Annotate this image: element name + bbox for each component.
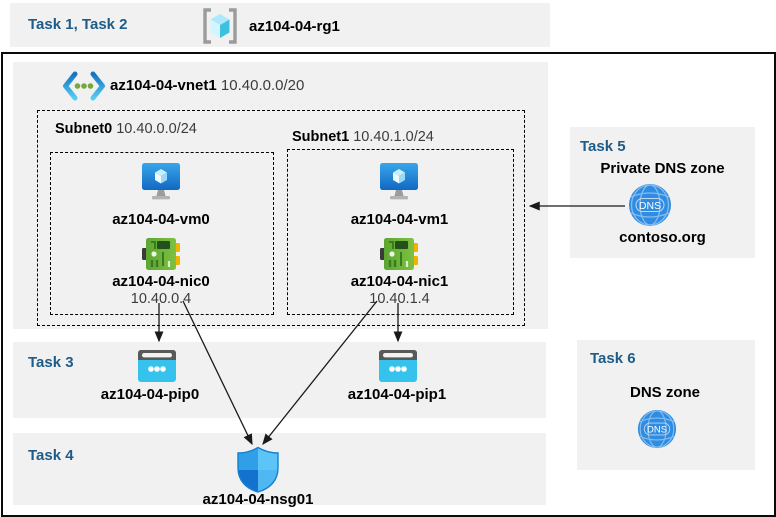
nic1-ip: 10.40.1.4 (369, 291, 430, 307)
task1-2-label: Task 1, Task 2 (28, 16, 128, 33)
nic0-icon (142, 238, 180, 270)
task3-label: Task 3 (28, 354, 74, 371)
pip0-icon (138, 350, 176, 382)
pip1-icon (379, 350, 417, 382)
nsg-shield-icon (237, 446, 279, 493)
dns-zone-title: DNS zone (629, 384, 700, 401)
task6-panel (577, 340, 755, 470)
vm1-label: az104-04-vm1 (350, 211, 449, 228)
vnet-title: az104-04-vnet1 10.40.0.0/20 (110, 77, 304, 94)
contoso-zone-label: contoso.org (619, 229, 706, 246)
private-dns-zone-title: Private DNS zone (600, 160, 725, 177)
nsg-label: az104-04-nsg01 (202, 491, 314, 508)
subnet1-name: Subnet1 (292, 129, 350, 145)
task5-label: Task 5 (580, 138, 626, 155)
vnet-name: az104-04-vnet1 (110, 77, 217, 94)
subnet1-title: Subnet1 10.40.1.0/24 (292, 129, 434, 145)
subnet1-box (287, 149, 514, 315)
vm1-icon (380, 163, 418, 200)
dns-zone-icon-text: DNS (647, 425, 667, 436)
vnet-panel (13, 62, 548, 329)
task1-2-panel (10, 3, 550, 47)
resource-group-name: az104-04-rg1 (249, 18, 340, 35)
subnet0-title: Subnet0 10.40.0.0/24 (55, 121, 197, 137)
dns-zone-icon: DNS (637, 409, 677, 449)
nic0-label: az104-04-nic0 (112, 273, 210, 290)
pip1-label: az104-04-pip1 (347, 386, 447, 403)
subnet0-name: Subnet0 (55, 121, 113, 137)
task6-label: Task 6 (590, 350, 636, 367)
vm0-label: az104-04-vm0 (112, 211, 210, 228)
pip0-label: az104-04-pip0 (100, 386, 200, 403)
vm0-icon (142, 163, 180, 200)
nic1-label: az104-04-nic1 (350, 273, 449, 290)
task4-label: Task 4 (28, 447, 74, 464)
subnet0-box (50, 152, 274, 315)
nic1-icon (380, 238, 418, 270)
task3-panel (13, 342, 546, 418)
subnet1-cidr: 10.40.1.0/24 (353, 129, 434, 145)
subnet0-cidr: 10.40.0.0/24 (116, 121, 197, 137)
vnet-cidr: 10.40.0.0/20 (220, 77, 305, 94)
private-dns-icon: DNS (629, 184, 671, 226)
nic0-ip: 10.40.0.4 (130, 291, 192, 307)
resource-group-icon (203, 8, 237, 44)
private-dns-icon-text: DNS (639, 200, 661, 212)
task4-panel (13, 433, 546, 505)
virtual-network-icon (63, 71, 105, 101)
